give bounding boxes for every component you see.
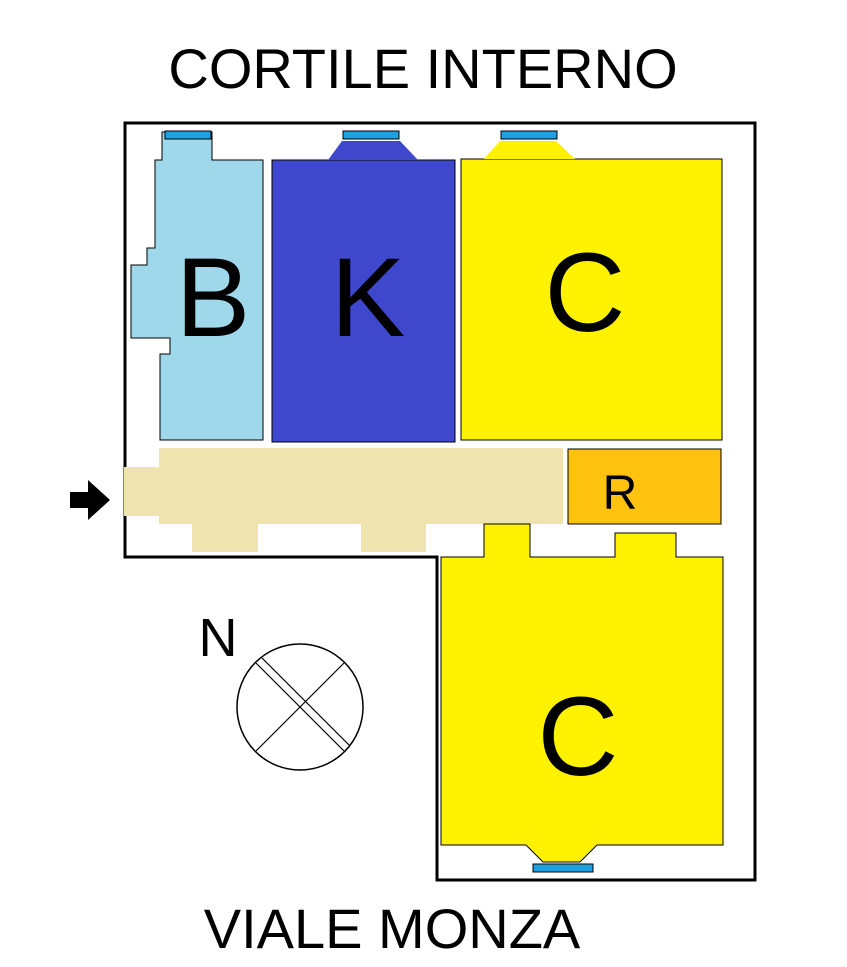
entrance-arrow-icon — [70, 480, 110, 520]
kitchen-window-recess — [328, 141, 418, 160]
window-bedroom-south — [532, 863, 594, 873]
window-kitchen — [342, 130, 400, 140]
room-label-bathroom: B — [176, 235, 251, 360]
room-bedroom-north — [460, 158, 723, 441]
north-label: N — [199, 608, 238, 668]
room-storage — [567, 448, 722, 525]
room-label-kitchen: K — [331, 235, 406, 360]
window-bedroom-north — [500, 130, 558, 140]
compass-icon — [236, 643, 364, 771]
street-label: VIALE MONZA — [204, 897, 581, 960]
room-label-bedroom-north: C — [545, 230, 626, 355]
corridor — [124, 448, 563, 557]
room-label-bedroom-south: C — [538, 674, 619, 799]
window-bathroom — [164, 130, 212, 140]
room-bathroom — [130, 131, 264, 441]
room-label-storage: R — [603, 467, 638, 520]
room-kitchen — [271, 159, 456, 443]
bedroom-north-window-recess — [484, 141, 575, 159]
room-bedroom-south — [440, 523, 724, 863]
courtyard-label: CORTILE INTERNO — [168, 37, 677, 100]
